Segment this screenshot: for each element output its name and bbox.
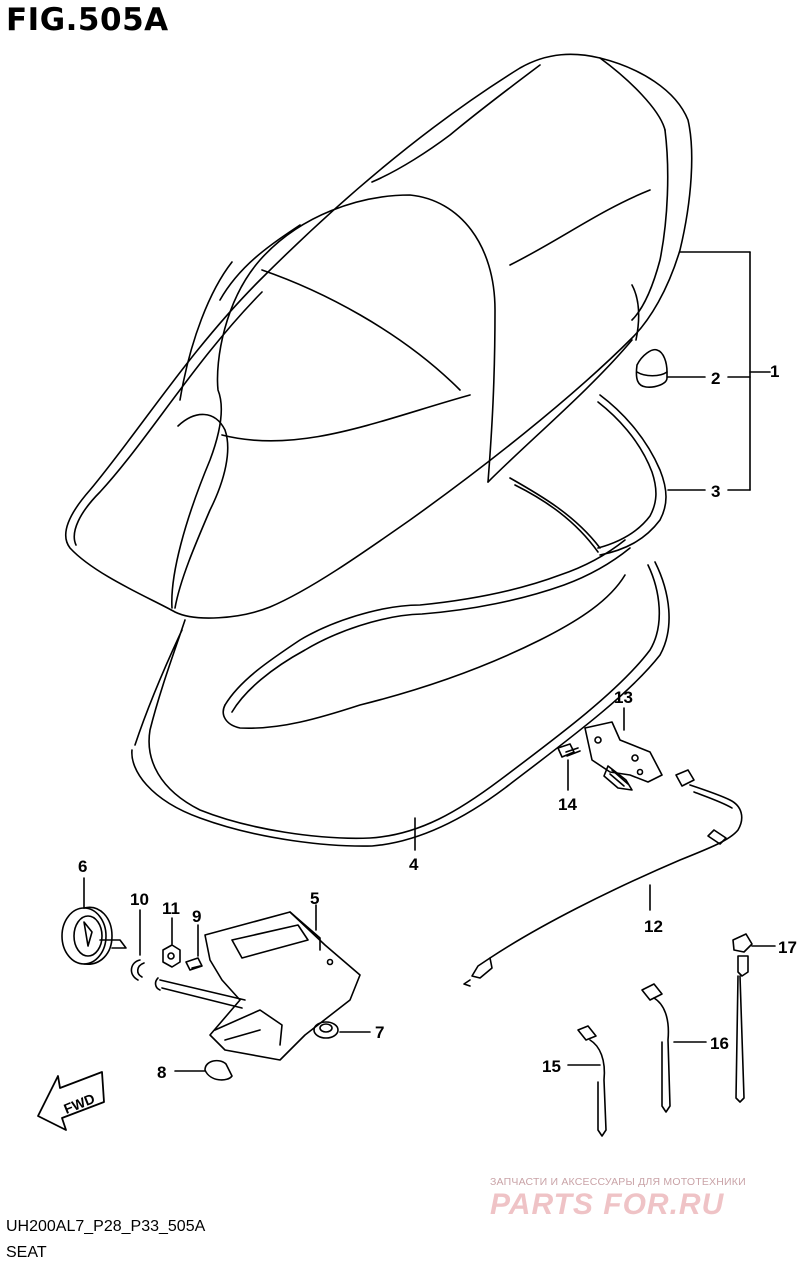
clip-drawing [130,909,145,981]
callout-13: 13 [614,688,633,707]
callout-5: 5 [310,889,319,908]
clamp-15-drawing [567,1025,607,1137]
screw-9-drawing [185,924,203,971]
callout-4: 4 [409,855,419,874]
callout-6: 6 [78,857,87,876]
screw-14-drawing [557,743,581,791]
callout-11: 11 [162,899,180,918]
fwd-arrow-icon [37,1071,105,1131]
watermark-tagline: ЗАПЧАСТИ И АКСЕССУАРЫ ДЛЯ МОТОТЕХНИКИ [490,1176,746,1188]
callout-3: 3 [711,482,720,501]
callout-2: 2 [711,369,720,388]
callout-12: 12 [644,917,663,936]
callout-7: 7 [375,1023,384,1042]
figure-caption: SEAT [6,1244,47,1261]
cable-drawing [463,769,743,987]
callout-17: 17 [778,938,797,957]
callout-9: 9 [192,907,201,926]
lock-cylinder-drawing [61,877,127,965]
figure-code: UH200AL7_P28_P33_505A [6,1218,206,1235]
callout-1: 1 [770,362,779,381]
fwd-label: FWD [61,1090,97,1117]
cushion-drawing [635,348,751,388]
cap-drawing [174,1059,233,1081]
seal-4-drawing [131,539,670,851]
callout-15: 15 [542,1057,561,1076]
figure-title: FIG.505A [6,2,169,38]
lock-bracket-drawing [154,904,361,1061]
nut-11-drawing [162,917,181,968]
clamp-17-drawing [732,933,776,1103]
hinge-drawing [584,707,663,791]
callout-8: 8 [157,1063,166,1082]
callout-14: 14 [558,795,577,814]
callout-10: 10 [130,890,149,909]
seal-3-drawing [509,394,751,556]
callout-16: 16 [710,1034,729,1053]
watermark-logo: PARTS FOR.RU [490,1188,725,1221]
seat-drawing [65,53,771,619]
clamp-16-drawing [641,983,707,1113]
nut-7-drawing [313,1021,371,1039]
